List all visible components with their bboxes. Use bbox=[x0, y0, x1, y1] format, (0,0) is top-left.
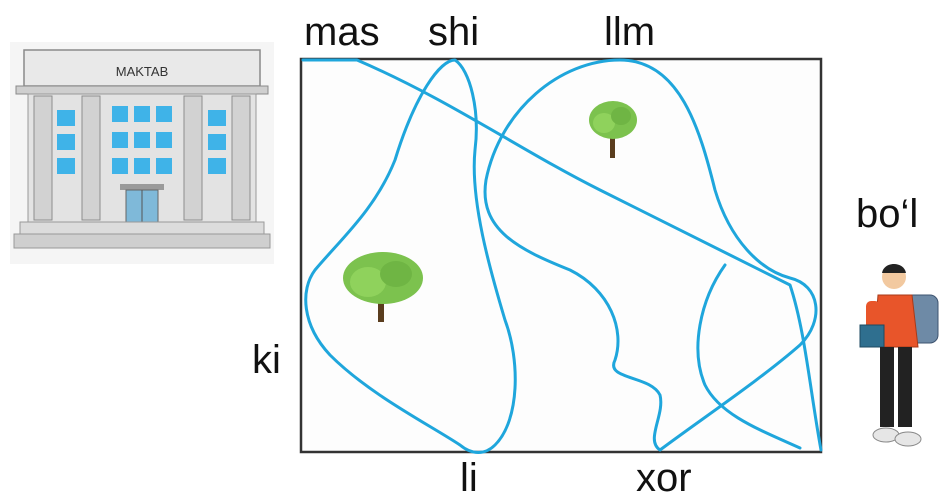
syllable-ki: ki bbox=[252, 338, 281, 382]
syllable-li: li bbox=[460, 456, 478, 500]
syllable-mas: mas bbox=[304, 10, 380, 54]
tree-icon bbox=[589, 101, 637, 158]
tree-icon bbox=[343, 252, 423, 322]
syllable-xor: xor bbox=[636, 456, 692, 500]
school-building-icon: MAKTAB bbox=[10, 42, 274, 264]
school-sign: MAKTAB bbox=[116, 64, 169, 79]
syllable-llm: llm bbox=[604, 10, 656, 54]
maze-path-inner-curve[interactable] bbox=[696, 263, 802, 450]
maze-path-diagonal[interactable] bbox=[301, 58, 823, 452]
maze-path-right-loop[interactable] bbox=[483, 58, 818, 452]
maze-path-left-loop[interactable] bbox=[304, 58, 517, 454]
schoolboy-with-backpack-icon bbox=[859, 264, 939, 447]
syllable-shi: shi bbox=[428, 10, 480, 54]
syllable-bol: bo‘l bbox=[856, 192, 919, 236]
